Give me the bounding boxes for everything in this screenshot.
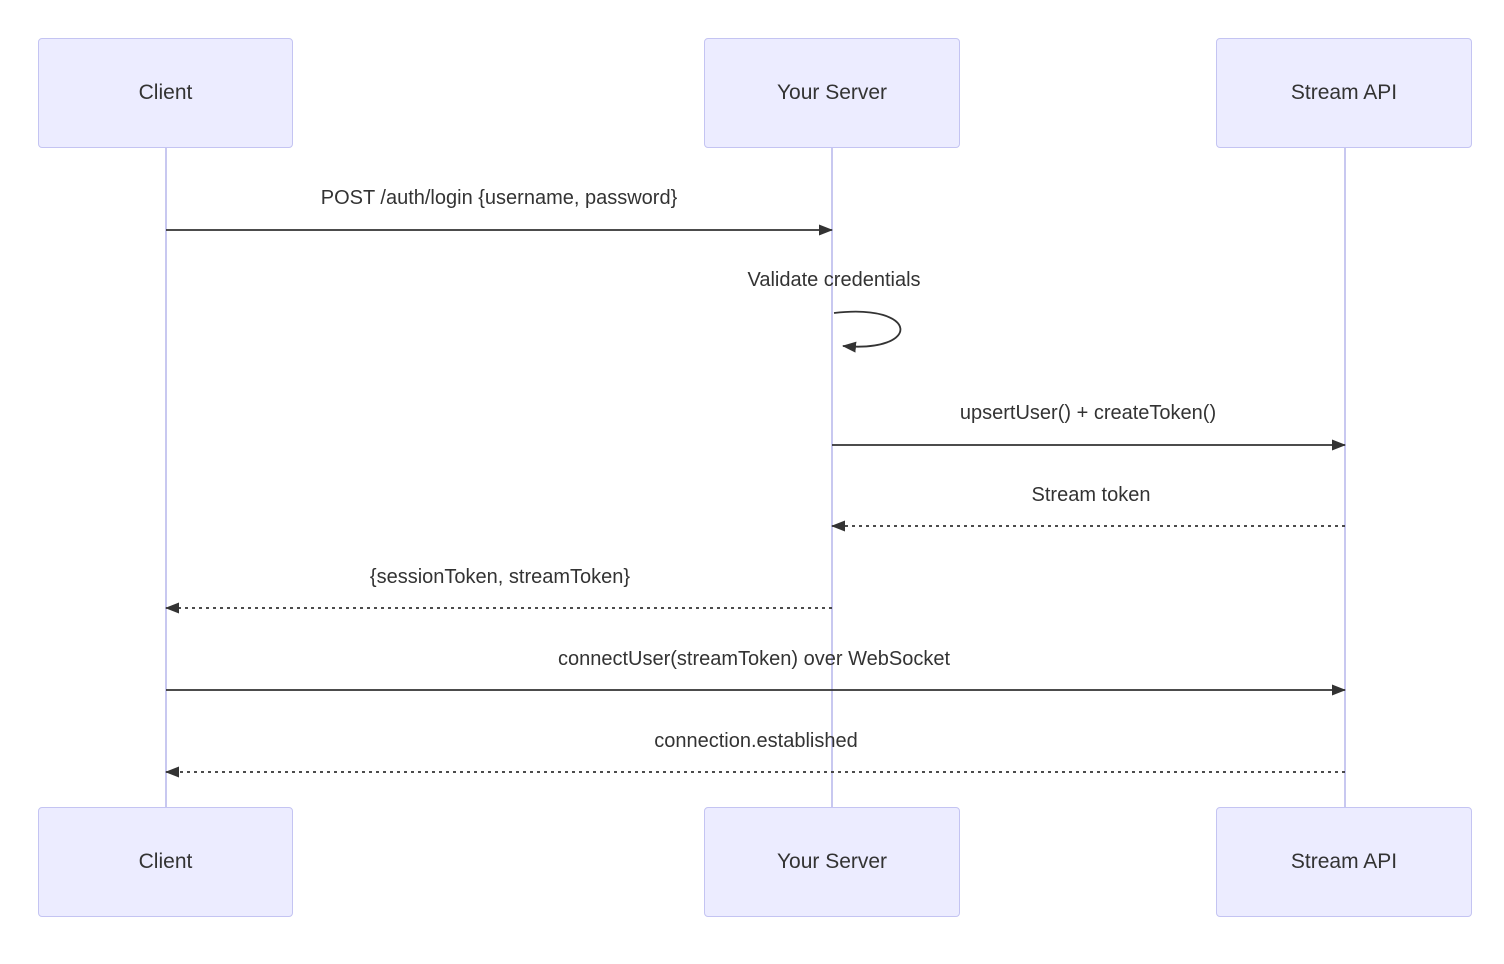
actor-stream-api-top-label: Stream API (1290, 81, 1398, 104)
message-label-stream-token: Stream token (1031, 484, 1151, 506)
actor-client-bottom-label: Client (138, 850, 193, 873)
actor-stream-api-top: Stream API (1216, 38, 1472, 148)
actor-your-server-bottom-label: Your Server (776, 850, 888, 873)
actor-stream-api-bottom-label: Stream API (1290, 850, 1398, 873)
actor-your-server-top: Your Server (704, 38, 960, 148)
actor-stream-api-bottom: Stream API (1216, 807, 1472, 917)
actor-client-bottom: Client (38, 807, 293, 917)
actor-client-top-label: Client (138, 81, 193, 104)
message-label-session-stream-token: {sessionToken, streamToken} (369, 566, 631, 588)
message-arrow-validate-credentials-self-loop (833, 310, 902, 353)
actor-your-server-bottom: Your Server (704, 807, 960, 917)
message-label-connection-established: connection.established (654, 730, 858, 752)
message-label-validate-credentials: Validate credentials (747, 269, 921, 291)
message-label-post-auth-login: POST /auth/login {username, password} (320, 187, 678, 209)
message-label-upsert-user-create-token: upsertUser() + createToken() (959, 402, 1217, 424)
actor-your-server-top-label: Your Server (776, 81, 888, 104)
message-label-connect-user-websocket: connectUser(streamToken) over WebSocket (557, 648, 951, 670)
actor-client-top: Client (38, 38, 293, 148)
